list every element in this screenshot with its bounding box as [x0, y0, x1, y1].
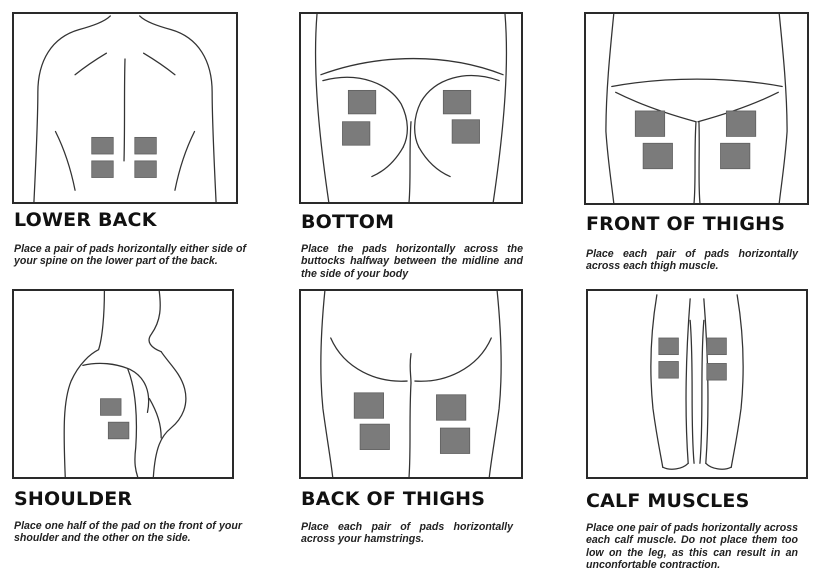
electrode-pad — [353, 392, 384, 419]
electrode-pad — [134, 160, 157, 178]
electrode-pad — [91, 160, 114, 178]
electrode-pad — [720, 142, 751, 170]
panel-description: Place a pair of pads horizontally either… — [14, 243, 246, 268]
electrode-pad — [436, 394, 467, 421]
electrode-pad — [359, 423, 390, 450]
calf-muscles-illustration — [586, 289, 808, 479]
shoulder-illustration — [12, 289, 234, 479]
electrode-pad — [706, 337, 727, 356]
panel-title: BOTTOM — [301, 211, 395, 233]
electrode-pad — [347, 89, 377, 115]
panel-description: Place each pair of pads horizontally acr… — [586, 248, 798, 273]
electrode-pad — [725, 110, 757, 137]
back-of-thighs-figure — [320, 291, 502, 477]
panel-title: BACK OF THIGHS — [301, 488, 486, 510]
front-of-thighs-figure — [605, 14, 788, 203]
lower-back-figure — [33, 15, 217, 202]
bottom-illustration — [299, 12, 523, 204]
bottom-figure — [314, 14, 508, 202]
calf-muscles-figure — [650, 294, 744, 470]
electrode-pad — [706, 363, 727, 381]
panel-description: Place the pads horizontally across the b… — [301, 243, 523, 280]
electrode-pad — [634, 110, 666, 137]
panel-description: Place one half of the pad on the front o… — [14, 520, 242, 545]
panel-title: LOWER BACK — [14, 209, 157, 231]
back-of-thighs-illustration — [299, 289, 523, 479]
panel-title: CALF MUSCLES — [586, 490, 750, 512]
electrode-pad — [442, 89, 472, 115]
electrode-pad — [91, 136, 114, 155]
electrode-pad — [439, 427, 471, 454]
lower-back-illustration — [12, 12, 238, 204]
panel-title: FRONT OF THIGHS — [586, 213, 786, 235]
shoulder-figure — [63, 291, 187, 477]
panel-description: Place each pair of pads horizontally acr… — [301, 521, 513, 546]
electrode-pad — [100, 398, 122, 416]
electrode-pad — [134, 136, 157, 155]
electrode-pad — [658, 361, 679, 379]
electrode-pad — [342, 121, 371, 146]
front-of-thighs-illustration — [584, 12, 809, 205]
electrode-pad — [451, 119, 480, 144]
electrode-pad — [658, 337, 679, 356]
panel-description: Place one pair of pads horizontally acro… — [586, 522, 798, 572]
electrode-pad — [107, 421, 130, 440]
electrode-pad — [642, 142, 673, 170]
panel-title: SHOULDER — [14, 488, 133, 510]
